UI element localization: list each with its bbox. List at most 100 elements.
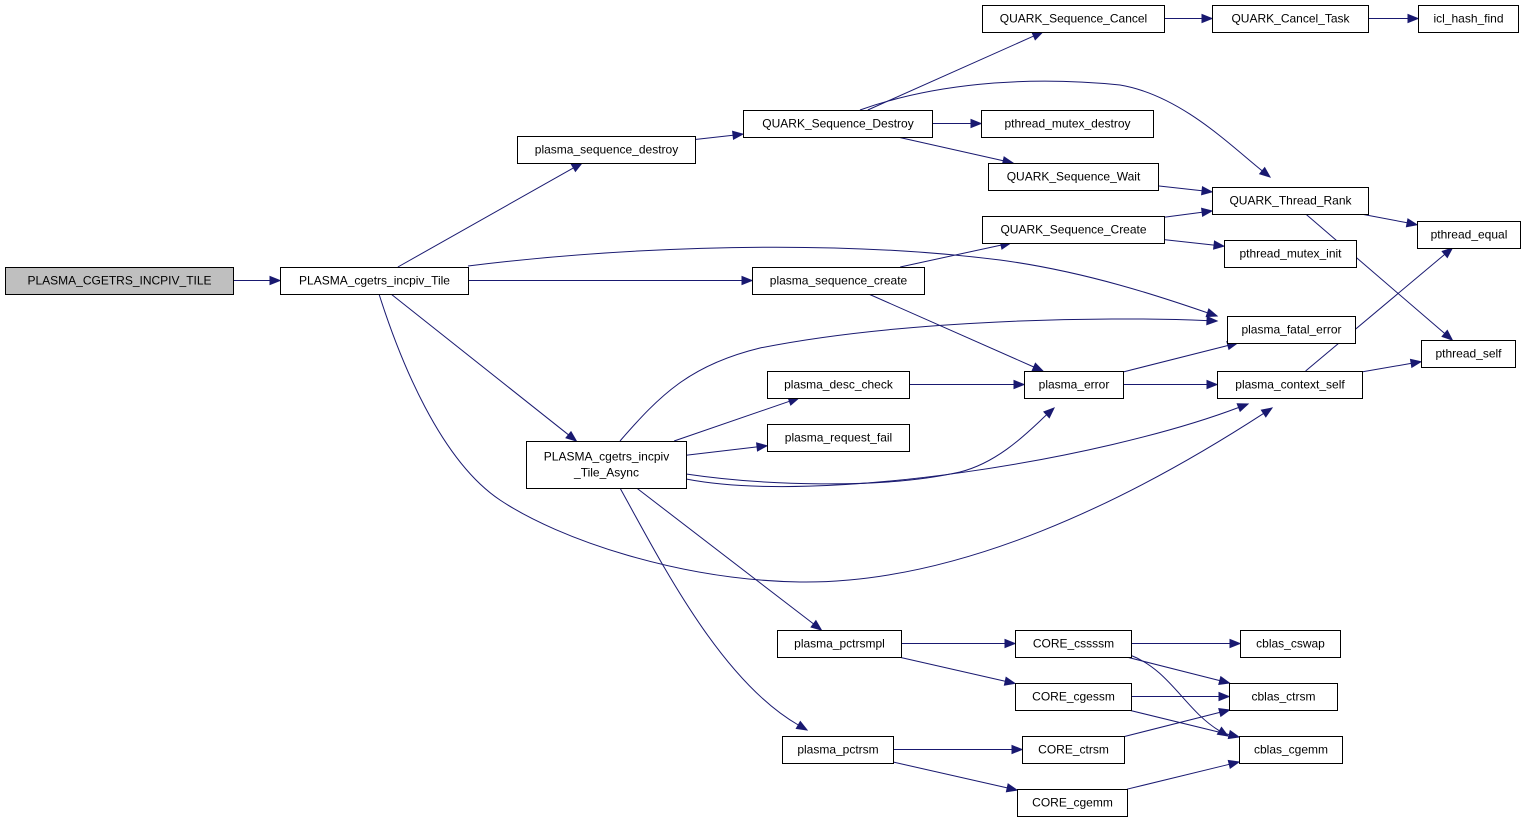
- node-cblas-ctrsm[interactable]: cblas_ctrsm: [1229, 683, 1338, 711]
- node-plasma-cgetrs-incpiv-tile[interactable]: PLASMA_cgetrs_incpiv_Tile: [280, 267, 469, 295]
- node-quark-sequence-destroy[interactable]: QUARK_Sequence_Destroy: [743, 110, 933, 138]
- node-box[interactable]: [1239, 736, 1343, 764]
- edge-seq-create-to-q-seq-create: [900, 244, 1002, 268]
- arrowhead-error: [1013, 379, 1026, 390]
- node-box[interactable]: [1229, 683, 1338, 711]
- node-cblas-cgemm[interactable]: cblas_cgemm: [1239, 736, 1343, 764]
- node-box[interactable]: [1224, 240, 1357, 268]
- arrowhead-pctrsm: [795, 720, 809, 731]
- node-cblas-cswap[interactable]: cblas_cswap: [1240, 630, 1341, 658]
- edge-core-cgemm-to-cgemm-blas: [1126, 763, 1230, 790]
- node-box[interactable]: [1417, 221, 1521, 249]
- edge-cssssm-to-ctrsm-blas: [1126, 656, 1220, 682]
- node-box[interactable]: [280, 267, 469, 295]
- node-label: plasma_pctrsm: [797, 743, 878, 757]
- node-plasma-context-self[interactable]: plasma_context_self: [1217, 371, 1363, 399]
- node-core-cgessm[interactable]: CORE_cgessm: [1015, 683, 1132, 711]
- edge-q-seq-wait-to-q-thread-rank: [1157, 185, 1203, 192]
- arrowhead-cgemm-blas: [1227, 729, 1241, 740]
- node-label: cblas_cgemm: [1254, 743, 1328, 757]
- node-box[interactable]: [982, 216, 1165, 244]
- node-box[interactable]: [1015, 683, 1132, 711]
- edge-q-seq-create-to-pt-mutex-init: [1163, 239, 1215, 246]
- node-label: cblas_ctrsm: [1251, 690, 1315, 704]
- node-label: pthread_self: [1435, 347, 1502, 361]
- node-plasma-sequence-create[interactable]: plasma_sequence_create: [752, 267, 925, 295]
- node-quark-cancel-task[interactable]: QUARK_Cancel_Task: [1212, 5, 1369, 33]
- arrowhead-tile: [269, 275, 282, 286]
- arrowhead-cgessm: [1003, 676, 1017, 686]
- node-core-cgemm[interactable]: CORE_cgemm: [1017, 789, 1128, 817]
- node-plasma-cgetrs-incpiv-tile-async[interactable]: PLASMA_cgetrs_incpiv_Tile_Async: [526, 441, 687, 489]
- node-label: _Tile_Async: [573, 466, 639, 480]
- node-box[interactable]: [526, 441, 687, 489]
- node-box[interactable]: [1227, 316, 1356, 344]
- arrowhead-fatal: [1205, 308, 1219, 318]
- node-icl-hash-find[interactable]: icl_hash_find: [1418, 5, 1519, 33]
- node-label: plasma_desc_check: [784, 378, 894, 392]
- node-core-cssssm[interactable]: CORE_cssssm: [1015, 630, 1132, 658]
- node-box[interactable]: [1212, 5, 1369, 33]
- node-box[interactable]: [982, 5, 1165, 33]
- edge-tile-to-ctx-self: [378, 293, 1264, 583]
- node-label: pthread_mutex_init: [1239, 247, 1342, 261]
- node-box[interactable]: [1421, 340, 1516, 368]
- arrowhead-async: [565, 430, 578, 442]
- node-box[interactable]: [1240, 630, 1341, 658]
- node-plasma-pctrsm[interactable]: plasma_pctrsm: [782, 736, 894, 764]
- node-box[interactable]: [767, 371, 910, 399]
- edge-q-seq-destroy-to-q-seq-wait: [897, 136, 1004, 162]
- node-plasma-pctrsmpl[interactable]: plasma_pctrsmpl: [777, 630, 902, 658]
- node-box[interactable]: [1418, 5, 1519, 33]
- node-box[interactable]: [1017, 789, 1128, 817]
- node-plasma-fatal-error[interactable]: plasma_fatal_error: [1227, 316, 1356, 344]
- edge-ctx-self-to-pt-self: [1361, 362, 1412, 373]
- node-box[interactable]: [1022, 736, 1125, 764]
- node-quark-sequence-create[interactable]: QUARK_Sequence_Create: [982, 216, 1165, 244]
- edge-async-to-ctx-self: [685, 407, 1239, 488]
- node-label: QUARK_Cancel_Task: [1231, 12, 1350, 26]
- arrowhead-error: [1043, 407, 1055, 419]
- node-plasma-sequence-destroy[interactable]: plasma_sequence_destroy: [517, 136, 696, 164]
- node-box[interactable]: [5, 267, 234, 295]
- node-plasma-request-fail[interactable]: plasma_request_fail: [767, 424, 910, 452]
- arrowhead-error: [1031, 362, 1045, 372]
- node-quark-sequence-wait[interactable]: QUARK_Sequence_Wait: [988, 163, 1159, 191]
- arrowhead-q-cancel-task: [1201, 13, 1214, 24]
- node-box[interactable]: [777, 630, 902, 658]
- node-pthread-self[interactable]: pthread_self: [1421, 340, 1516, 368]
- node-plasma-error[interactable]: plasma_error: [1024, 371, 1124, 399]
- arrowhead-req-fail: [756, 442, 769, 452]
- edge-q-seq-create-to-q-thread-rank: [1163, 211, 1203, 218]
- arrowhead-pt-self: [1441, 329, 1454, 341]
- edge-async-to-fatal: [619, 318, 1208, 442]
- node-box[interactable]: [1024, 371, 1124, 399]
- node-label: pthread_mutex_destroy: [1004, 117, 1130, 131]
- node-box[interactable]: [988, 163, 1159, 191]
- node-box[interactable]: [752, 267, 925, 295]
- arrowhead-seq-create: [741, 275, 754, 286]
- node-label: plasma_fatal_error: [1241, 323, 1341, 337]
- edge-pctrsm-to-core-cgemm: [892, 761, 1008, 789]
- arrowhead-cgemm-blas: [1227, 759, 1241, 770]
- node-quark-thread-rank[interactable]: QUARK_Thread_Rank: [1212, 187, 1369, 215]
- node-quark-sequence-cancel[interactable]: QUARK_Sequence_Cancel: [982, 5, 1165, 33]
- node-label: QUARK_Sequence_Cancel: [1000, 12, 1147, 26]
- node-box[interactable]: [981, 110, 1154, 138]
- node-pthread-equal[interactable]: pthread_equal: [1417, 221, 1521, 249]
- edge-seq-destroy-to-q-seq-destroy: [694, 134, 734, 140]
- node-box[interactable]: [1212, 187, 1369, 215]
- arrowhead-fatal: [1206, 315, 1219, 326]
- edge-q-thread-rank-to-pt-equal: [1360, 213, 1408, 224]
- node-pthread-mutex-init[interactable]: pthread_mutex_init: [1224, 240, 1357, 268]
- node-box[interactable]: [1217, 371, 1363, 399]
- node-pthread-mutex-destroy[interactable]: pthread_mutex_destroy: [981, 110, 1154, 138]
- node-core-ctrsm[interactable]: CORE_ctrsm: [1022, 736, 1125, 764]
- node-box[interactable]: [767, 424, 910, 452]
- node-box[interactable]: [1015, 630, 1132, 658]
- node-box[interactable]: [782, 736, 894, 764]
- node-box[interactable]: [743, 110, 933, 138]
- node-plasma-desc-check[interactable]: plasma_desc_check: [767, 371, 910, 399]
- node-box[interactable]: [517, 136, 696, 164]
- node-plasma-cgetrs-incpiv-tile[interactable]: PLASMA_CGETRS_INCPIV_TILE: [5, 267, 234, 295]
